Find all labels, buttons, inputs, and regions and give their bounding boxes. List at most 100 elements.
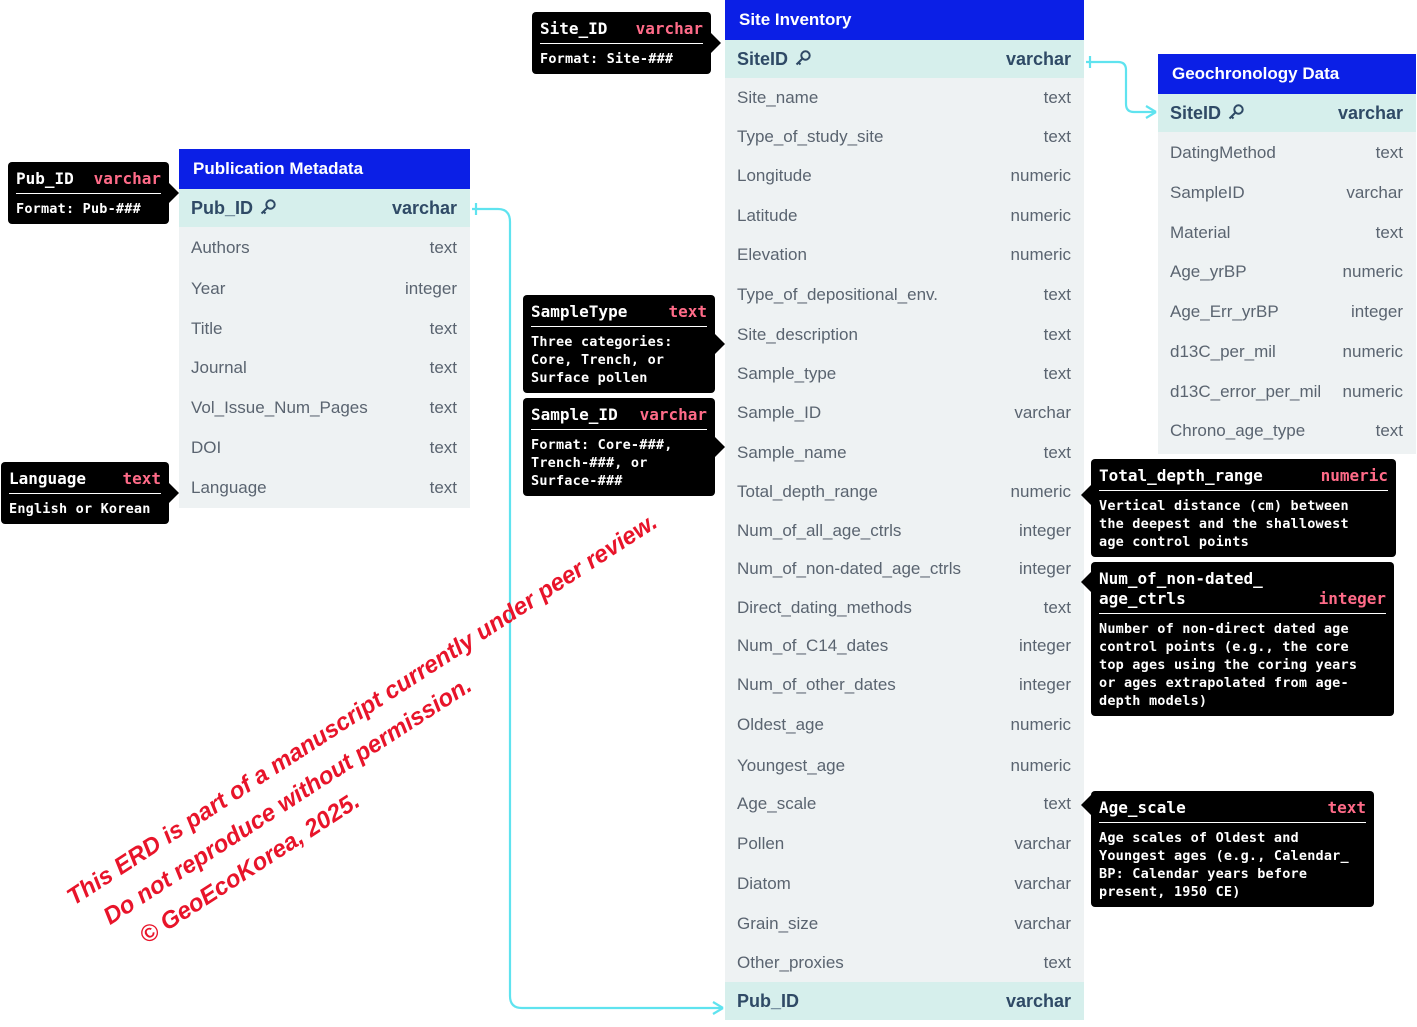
field-type: text bbox=[1043, 127, 1071, 146]
note-text: Three categories: Core, Trench, or Surfa… bbox=[531, 334, 673, 386]
field-name: Elevation bbox=[737, 245, 807, 264]
field-name: Type_of_study_site bbox=[737, 127, 884, 146]
site-fk-type: varchar bbox=[1005, 990, 1071, 1011]
field-name: Pollen bbox=[737, 833, 785, 853]
field-name: Sample_ID bbox=[737, 403, 822, 422]
field-type: text bbox=[1043, 363, 1071, 383]
field-type: integer bbox=[1019, 674, 1071, 694]
note-text: Age scales of Oldest and Youngest ages (… bbox=[1099, 830, 1349, 900]
connector-siteid bbox=[1086, 60, 1156, 114]
field-type: text bbox=[429, 397, 457, 417]
field-type: integer bbox=[1019, 559, 1071, 578]
field-type: integer bbox=[1019, 635, 1071, 655]
note-pointer bbox=[169, 483, 179, 503]
field-name: Language bbox=[191, 477, 267, 497]
field-row: Vol_Issue_Num_Pages text bbox=[179, 388, 470, 427]
field-type: numeric bbox=[1010, 166, 1071, 185]
field-name: Title bbox=[191, 318, 223, 338]
field-name: Age_Err_yrBP bbox=[1170, 302, 1279, 321]
geo-key-row: SiteID varchar bbox=[1158, 94, 1416, 132]
field-name: Vol_Issue_Num_Pages bbox=[191, 397, 368, 417]
field-type: text bbox=[1043, 325, 1071, 344]
field-name: d13C_error_per_mil bbox=[1170, 381, 1322, 401]
field-name: Latitude bbox=[737, 205, 798, 225]
field-row: Sample_type text bbox=[725, 355, 1084, 392]
note-type: text bbox=[122, 469, 161, 488]
field-type: numeric bbox=[1010, 755, 1071, 775]
field-type: text bbox=[1375, 222, 1403, 242]
note-text: Number of non-direct dated age control p… bbox=[1099, 621, 1358, 709]
note-text: Vertical distance (cm) between the deepe… bbox=[1099, 498, 1349, 550]
copyright-watermark: This ERD is part of a manuscript current… bbox=[60, 505, 704, 976]
field-type: integer bbox=[1351, 302, 1403, 321]
field-name: Chrono_age_type bbox=[1170, 421, 1306, 440]
geochronology-data-table: Geochronology Data SiteID varchar Dating… bbox=[1158, 54, 1416, 454]
site-fk-name: Pub_ID bbox=[737, 990, 800, 1011]
note-text: Format: Site-### bbox=[540, 51, 674, 67]
field-name: Diatom bbox=[737, 873, 791, 893]
note-type: varchar bbox=[635, 19, 703, 38]
field-name: Num_of_non-dated_age_ctrls bbox=[737, 559, 961, 578]
field-name: Type_of_depositional_env. bbox=[737, 285, 939, 304]
geochronology-title: Geochronology Data bbox=[1158, 54, 1416, 94]
field-name: Sample_type bbox=[737, 363, 837, 383]
site-key-name: SiteID bbox=[737, 48, 789, 69]
field-type: text bbox=[1043, 88, 1071, 107]
field-row: Type_of_depositional_env. text bbox=[725, 275, 1084, 315]
geo-key-name: SiteID bbox=[1170, 102, 1222, 123]
field-row: DatingMethod text bbox=[1158, 132, 1416, 173]
field-row: Age_Err_yrBP integer bbox=[1158, 292, 1416, 332]
field-name: Num_of_all_age_ctrls bbox=[737, 520, 902, 540]
field-name: Direct_dating_methods bbox=[737, 597, 912, 617]
field-type: text bbox=[1043, 794, 1071, 813]
field-name: Age_scale bbox=[737, 794, 817, 813]
field-name: Sample_name bbox=[737, 442, 847, 462]
note-pointer bbox=[1081, 572, 1091, 592]
note-pointer bbox=[169, 183, 179, 203]
note-text: English or Korean bbox=[9, 501, 151, 517]
note-type: varchar bbox=[639, 405, 707, 424]
field-row: Num_of_all_age_ctrls integer bbox=[725, 512, 1084, 549]
note-pointer bbox=[711, 33, 721, 53]
geo-key-type: varchar bbox=[1337, 102, 1403, 123]
field-type: text bbox=[429, 238, 457, 257]
field-type: text bbox=[429, 358, 457, 377]
field-type: text bbox=[1375, 142, 1403, 162]
field-type: integer bbox=[1019, 520, 1071, 540]
field-name: Authors bbox=[191, 238, 250, 257]
field-type: numeric bbox=[1010, 205, 1071, 225]
publication-title: Publication Metadata bbox=[179, 149, 470, 189]
note-name: SampleType bbox=[531, 302, 628, 321]
note-pointer bbox=[715, 437, 725, 457]
field-name: DatingMethod bbox=[1170, 142, 1276, 162]
field-type: text bbox=[1043, 285, 1071, 304]
note-type: text bbox=[1327, 798, 1366, 817]
key-icon bbox=[260, 198, 276, 214]
field-row: Latitude numeric bbox=[725, 196, 1084, 235]
field-name: DOI bbox=[191, 437, 222, 457]
site-fk-row: Pub_ID varchar bbox=[725, 982, 1084, 1020]
field-type: text bbox=[429, 477, 457, 497]
